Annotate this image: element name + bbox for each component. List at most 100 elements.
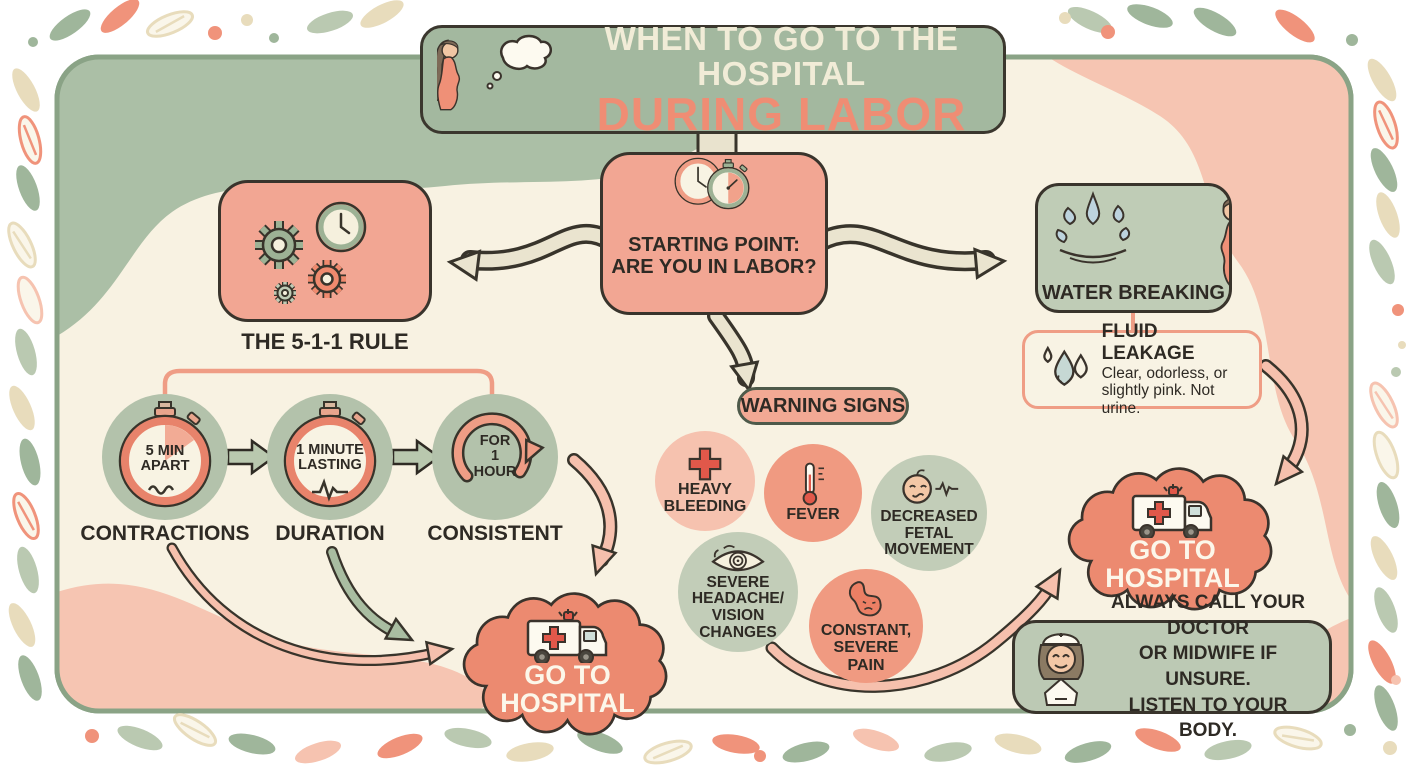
leaf-decoration <box>16 165 40 211</box>
medical-cross-icon <box>688 447 722 481</box>
leaf-decoration <box>1275 9 1315 43</box>
step-value: 5 MIN APART <box>140 442 190 474</box>
dot-decoration <box>241 14 253 26</box>
warning-decreased-fetal-movement: DECREASED FETAL MOVEMENT <box>871 455 987 571</box>
leaf-decoration <box>295 740 341 764</box>
droplets-icon <box>1043 345 1088 386</box>
step-contractions-circle: 5 MIN APART <box>102 394 228 520</box>
step-label-duration: DURATION <box>275 522 385 545</box>
ambulance-icon <box>1131 474 1215 538</box>
dot-decoration <box>269 33 279 43</box>
dot-decoration <box>1398 341 1406 349</box>
starting-point-label: STARTING POINT:ARE YOU IN LABOR? <box>611 234 817 278</box>
water-breaking-box: WATER BREAKING <box>1035 183 1232 313</box>
warning-signs-heading: WARNING SIGNS <box>740 394 906 417</box>
leaf-decoration <box>49 9 91 41</box>
dot-decoration <box>1101 25 1115 39</box>
leaf-decoration <box>994 733 1042 755</box>
leaf-decoration <box>172 713 218 747</box>
go-to-hospital-label: GO TO HOSPITAL <box>1105 535 1240 594</box>
leaf-decoration <box>17 115 43 165</box>
step-duration-circle: 1 MINUTE LASTING <box>267 394 393 520</box>
warning-fever: FEVER <box>764 444 862 542</box>
step-consistent-circle: FOR 1 HOUR <box>432 394 558 520</box>
leaf-decoration <box>18 655 42 701</box>
step-label-contractions: CONTRACTIONS <box>80 522 250 545</box>
leaf-decoration <box>1370 536 1398 580</box>
leaf-decoration <box>100 0 140 33</box>
fluid-leakage-heading: FLUID LEAKAGE <box>1101 320 1195 364</box>
eye-icon <box>711 544 765 571</box>
arrow-start-to-warning <box>707 307 760 394</box>
leaf-decoration <box>1067 6 1113 34</box>
dot-decoration <box>754 750 766 762</box>
leaf-decoration <box>377 733 423 759</box>
warning-heavy-bleeding: HEAVY BLEEDING <box>655 431 755 531</box>
leaf-decoration <box>12 68 40 112</box>
leaf-decoration <box>8 603 36 647</box>
dot-decoration <box>1346 34 1358 46</box>
leaf-decoration <box>1193 7 1237 37</box>
fluid-leakage-body: Clear, odorless, or slightly pink. Not u… <box>1101 364 1228 418</box>
advice-box: ALWAYS CALL YOUR DOCTOR OR MIDWIFE IF UN… <box>1012 592 1332 741</box>
go-to-hospital-cloud-right: GO TO HOSPITAL <box>1055 450 1290 618</box>
gear-icon <box>308 260 346 298</box>
leaf-decoration <box>17 546 39 594</box>
dot-decoration <box>1383 741 1397 755</box>
dot-decoration <box>1391 675 1401 685</box>
dot-decoration <box>1392 304 1404 316</box>
water-breaking-heading: WATER BREAKING <box>1042 282 1225 304</box>
dot-decoration <box>1344 724 1356 736</box>
ambulance-icon <box>526 599 610 663</box>
leaf-decoration <box>360 0 404 28</box>
step-value: FOR 1 HOUR <box>473 433 517 480</box>
warning-severe-headache: SEVERE HEADACHE/ VISION CHANGES <box>678 532 798 652</box>
step-value: 1 MINUTE LASTING <box>296 441 364 473</box>
warning-signs-pill: WARNING SIGNS <box>737 387 909 425</box>
go-to-hospital-label: GO TO HOSPITAL <box>500 660 635 719</box>
leaf-decoration <box>1368 640 1396 684</box>
gears-clock-pregnant-woman-icon <box>255 201 429 319</box>
dot-decoration <box>1391 367 1401 377</box>
leaf-decoration <box>307 10 353 34</box>
advice-text: ALWAYS CALL YOUR DOCTOR OR MIDWIFE IF UN… <box>1111 592 1305 742</box>
title-banner: WHEN TO GO TO THE HOSPITAL DURING LABOR <box>420 19 1006 141</box>
arrow-consistent-to-hospital <box>567 453 618 577</box>
water-splash-pregnant-woman-icon <box>1055 191 1229 310</box>
leaf-decoration <box>1376 192 1400 238</box>
leaf-decoration <box>19 438 41 486</box>
leaf-decoration <box>12 491 40 541</box>
arrow-start-to-rule <box>446 223 622 282</box>
gear-icon <box>255 221 303 269</box>
leaf-decoration <box>1369 381 1399 429</box>
leaf-decoration <box>1370 148 1398 192</box>
dot-decoration <box>28 37 38 47</box>
dot-decoration <box>1059 12 1071 24</box>
leaf-decoration <box>782 741 830 763</box>
dot-decoration <box>208 26 222 40</box>
salmon-blob-bottom-left <box>57 583 489 711</box>
rule-511-heading: THE 5-1-1 RULE <box>241 329 409 354</box>
step-label-consistent: CONSISTENT <box>427 522 563 545</box>
leaf-decoration <box>1127 4 1173 28</box>
leaf-decoration <box>1373 100 1399 150</box>
leaf-decoration <box>9 385 35 431</box>
arrow-contractions-to-hospital <box>166 542 455 667</box>
starting-point-box: STARTING POINT:ARE YOU IN LABOR? <box>600 152 828 315</box>
rule-511-box <box>218 180 432 322</box>
leaf-decoration <box>853 728 899 752</box>
title-line2: DURING LABOR <box>596 88 967 141</box>
gear-icon <box>274 282 296 304</box>
leaf-decoration <box>16 275 44 325</box>
pregnant-woman-thinking-icon <box>437 34 552 128</box>
arrow-start-to-water <box>810 224 1008 280</box>
leaf-decoration <box>15 328 37 376</box>
go-to-hospital-cloud-left: GO TO HOSPITAL <box>450 575 685 743</box>
thermometer-icon <box>802 462 824 506</box>
leaf-decoration <box>145 10 195 38</box>
title-line1: WHEN TO GO TO THE HOSPITAL <box>604 19 959 92</box>
leaf-decoration <box>228 733 276 755</box>
arrow-duration-to-hospital <box>326 546 415 642</box>
nurse-icon <box>1037 633 1085 706</box>
